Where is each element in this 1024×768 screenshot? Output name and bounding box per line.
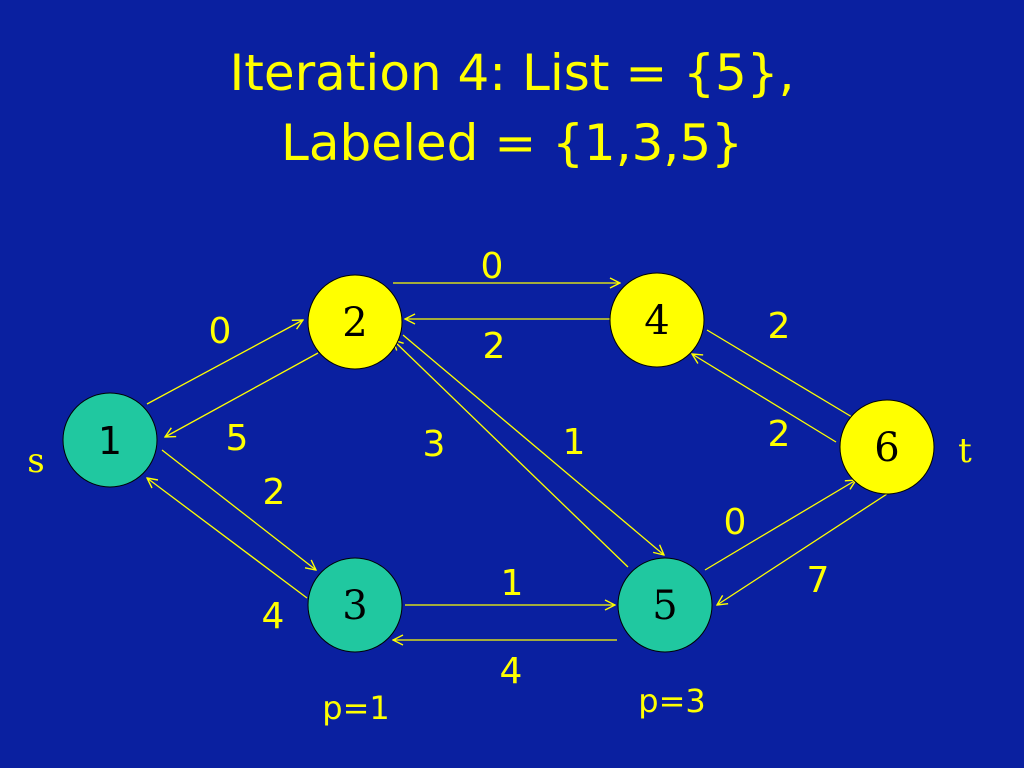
node-label-2: 2 xyxy=(342,300,367,346)
edge-2-to-5 xyxy=(402,334,664,555)
edge-label-2-to-4: 0 xyxy=(481,246,504,287)
node-5 xyxy=(617,557,713,653)
edge-label-4-to-6: 2 xyxy=(768,306,791,347)
edge-label-6-to-5: 7 xyxy=(807,560,830,601)
node-label-3: 3 xyxy=(342,583,367,629)
source-label: s xyxy=(27,441,44,481)
edge-label-6-to-4: 2 xyxy=(768,414,791,455)
edge-5-to-6 xyxy=(704,480,856,571)
edge-label-5-to-3: 4 xyxy=(500,651,523,692)
edge-label-2-to-1: 5 xyxy=(226,418,249,459)
sink-label: t xyxy=(958,431,972,471)
edge-6-to-5 xyxy=(717,493,888,605)
edge-label-5-to-2: 3 xyxy=(423,424,446,465)
edge-label-5-to-6: 0 xyxy=(724,502,747,543)
predecessor-label-node-3: p=1 xyxy=(322,689,389,727)
edge-label-3-to-5: 1 xyxy=(501,563,524,604)
edge-label-2-to-5: 1 xyxy=(563,422,586,463)
node-3 xyxy=(307,557,403,653)
node-label-6: 6 xyxy=(874,425,899,471)
edges-layer xyxy=(146,283,888,640)
edge-2-to-1 xyxy=(165,352,319,437)
predecessor-label-node-5: p=3 xyxy=(638,682,705,720)
node-6 xyxy=(839,399,935,495)
node-4 xyxy=(609,272,705,368)
edge-4-to-6 xyxy=(706,329,862,423)
nodes-layer: 1 2 3 4 5 6 xyxy=(62,272,935,653)
edge-1-to-2 xyxy=(146,320,303,405)
node-2 xyxy=(307,274,403,370)
node-label-1: 1 xyxy=(98,419,122,463)
node-1 xyxy=(62,392,158,488)
edge-label-3-to-1: 4 xyxy=(262,596,285,637)
node-label-4: 4 xyxy=(644,298,669,344)
edge-1-to-3 xyxy=(161,449,316,570)
node-label-5: 5 xyxy=(652,583,677,629)
edge-label-4-to-2: 2 xyxy=(483,326,506,367)
edge-label-1-to-2: 0 xyxy=(209,311,232,352)
edge-6-to-4 xyxy=(692,354,837,443)
edge-3-to-1 xyxy=(147,478,308,599)
slide-title: Iteration 4: List = {5}, Labeled = {1,3,… xyxy=(0,38,1024,178)
edge-label-1-to-3: 2 xyxy=(263,472,286,513)
title-line-2: Labeled = {1,3,5} xyxy=(281,114,743,172)
title-line-1: Iteration 4: List = {5}, xyxy=(229,44,795,102)
edge-5-to-2 xyxy=(393,340,629,568)
